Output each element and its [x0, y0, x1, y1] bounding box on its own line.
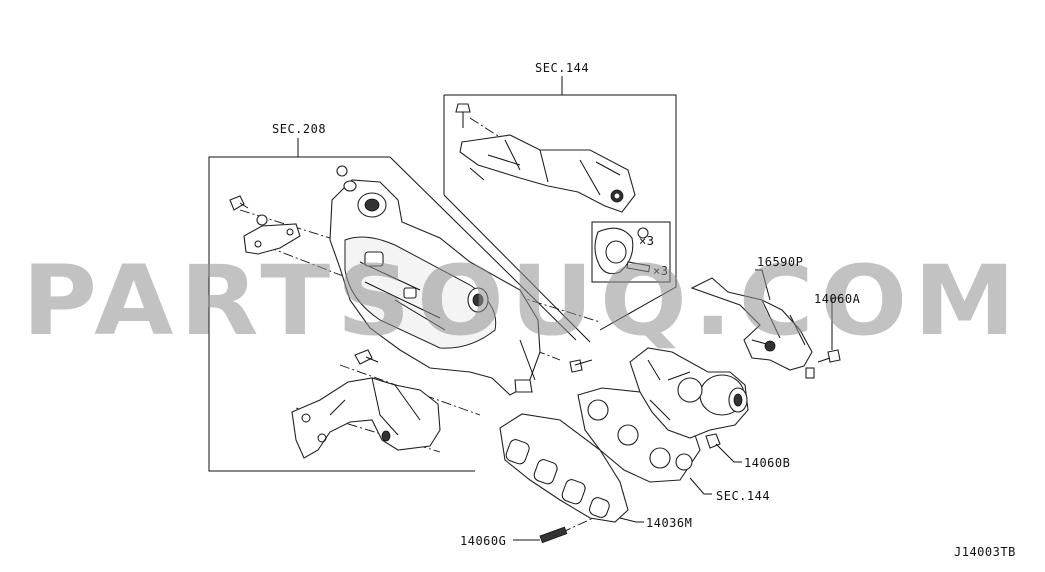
gasket-inset-box	[591, 221, 671, 283]
sec208-group-box	[208, 138, 577, 472]
manifold-stud	[539, 526, 568, 544]
sec144-group-box	[443, 76, 677, 343]
turbocharger	[629, 347, 749, 439]
part-label-14060b: 14060B	[744, 456, 790, 470]
catalytic-converter-assembly	[329, 179, 541, 396]
section-label-144-bottom: SEC.144	[716, 489, 770, 503]
nut-quantity-label: ×3	[639, 234, 654, 248]
turbo-gasket-inset	[594, 227, 651, 275]
stud-quantity-label: ×3	[653, 264, 668, 278]
lower-support-bracket	[291, 377, 441, 459]
part-label-16590p: 16590P	[757, 255, 803, 269]
part-label-14060a: 14060A	[814, 292, 861, 306]
exhaust-manifold	[577, 387, 701, 483]
leader-lines	[513, 269, 840, 541]
diagram-code-label: J14003TB	[954, 545, 1016, 559]
upper-heat-shield-bracket	[455, 103, 636, 213]
turbo-heat-shield	[690, 277, 813, 371]
part-label-14036m: 14036M	[646, 516, 692, 530]
sec208-fasteners	[229, 165, 593, 373]
section-label-144-top: SEC.144	[535, 61, 589, 75]
manifold-gasket	[499, 413, 629, 523]
part-label-14060g: 14060G	[460, 534, 506, 548]
watermark: PARTSOUQ.COM	[22, 245, 1022, 357]
section-label-208: SEC.208	[272, 122, 326, 136]
heat-shield-bolt	[805, 349, 841, 379]
